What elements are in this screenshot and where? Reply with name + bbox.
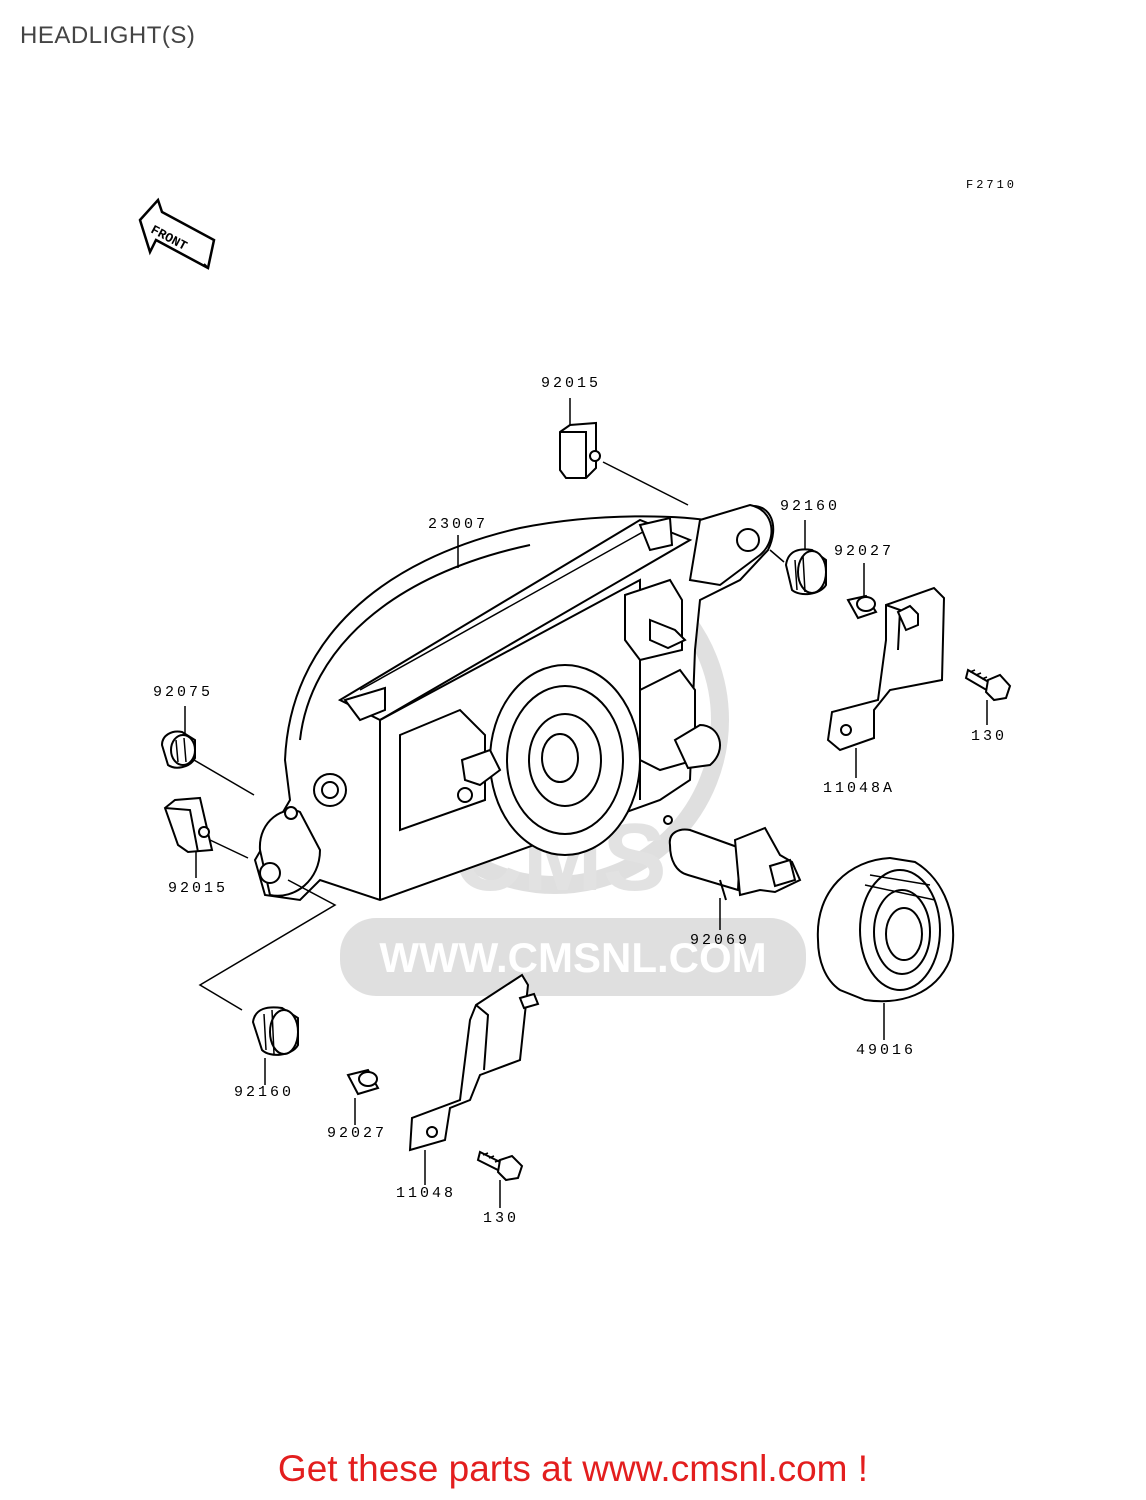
grommet-92075 <box>160 730 196 769</box>
part-label-11048[interactable]: 11048 <box>396 1185 457 1202</box>
bracket-11048 <box>408 973 540 1152</box>
watermark-text: WWW.CMSNL.COM <box>379 934 766 981</box>
watermark-banner <box>340 918 806 996</box>
part-label-92160-bottom[interactable]: 92160 <box>234 1084 295 1101</box>
bracket-11048a <box>826 586 946 752</box>
grommet-92160-top <box>784 548 827 596</box>
dust-cover-49016 <box>816 856 955 1003</box>
part-label-92069[interactable]: 92069 <box>690 932 751 949</box>
figure-code: F2710 <box>966 178 1018 192</box>
part-label-49016[interactable]: 49016 <box>856 1042 917 1059</box>
page-title: HEADLIGHT(S) <box>20 22 196 49</box>
collar-92027-top <box>846 594 878 620</box>
part-label-130-right[interactable]: 130 <box>971 728 1008 745</box>
part-label-130-bottom[interactable]: 130 <box>483 1210 520 1227</box>
bulb-92069 <box>663 815 802 901</box>
leader-lines <box>184 398 988 1208</box>
headlight-housing <box>253 503 775 902</box>
bolt-130-bottom <box>476 1150 524 1182</box>
clip-92015-left <box>163 796 214 854</box>
bolt-130-right <box>964 668 1012 702</box>
collar-92027-bottom <box>346 1068 380 1096</box>
part-label-23007[interactable]: 23007 <box>428 516 489 533</box>
part-label-92160-top[interactable]: 92160 <box>780 498 841 515</box>
part-label-92015-top[interactable]: 92015 <box>541 375 602 392</box>
clip-92015-top <box>559 421 601 479</box>
front-arrow-icon: FRONT <box>138 197 216 270</box>
part-label-92075[interactable]: 92075 <box>153 684 214 701</box>
part-label-11048a[interactable]: 11048A <box>823 780 896 797</box>
part-label-92027-top[interactable]: 92027 <box>834 543 895 560</box>
cta-link[interactable]: Get these parts at www.cmsnl.com ! <box>277 1448 869 1489</box>
grommet-92160-bottom <box>251 1006 299 1056</box>
part-label-92015-left[interactable]: 92015 <box>168 880 229 897</box>
part-label-92027-bottom[interactable]: 92027 <box>327 1125 388 1142</box>
